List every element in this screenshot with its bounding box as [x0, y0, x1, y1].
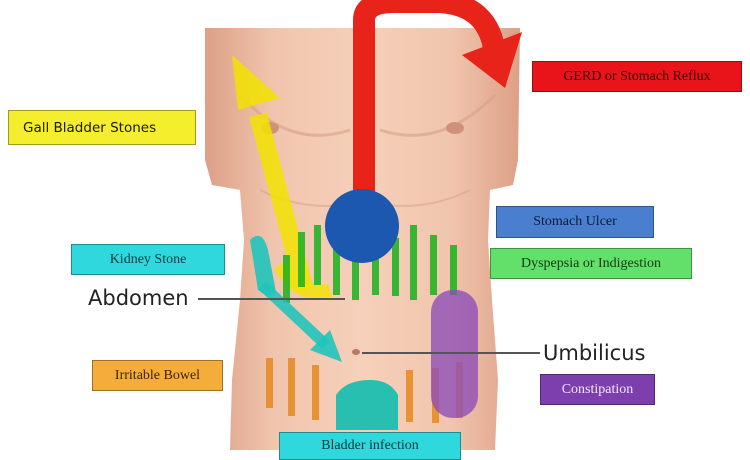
- right-nipple: [446, 122, 464, 134]
- kidney-stone-arrow: [258, 280, 330, 350]
- kidney-stone-region: [250, 235, 276, 296]
- label-dyspepsia: Dyspepsia or Indigestion: [490, 248, 692, 279]
- umbilicus-label: Umbilicus: [543, 341, 646, 365]
- kidney-stone-arrowhead: [310, 330, 342, 362]
- label-kidney-stone: Kidney Stone: [71, 244, 225, 275]
- label-stomach-ulcer: Stomach Ulcer: [496, 206, 654, 238]
- bladder-region: [336, 380, 398, 430]
- label-irritable-bowel: Irritable Bowel: [92, 360, 223, 391]
- abdomen-label: Abdomen: [88, 286, 189, 310]
- label-gerd: GERD or Stomach Reflux: [532, 61, 742, 92]
- gerd-arrow: [353, 0, 506, 205]
- label-gallbladder-stones: Gall Bladder Stones: [8, 110, 196, 145]
- gallbladder-arrow: [249, 112, 314, 293]
- label-constipation: Constipation: [540, 374, 655, 405]
- abdomen-diagram: [198, 0, 540, 450]
- navel: [352, 349, 360, 355]
- stomach-ulcer-region: [325, 189, 399, 263]
- dyspepsia-region: [283, 225, 457, 303]
- gerd-arrowhead: [462, 32, 522, 88]
- gallbladder-arrowhead: [232, 55, 280, 110]
- label-bladder-infection: Bladder infection: [279, 432, 461, 460]
